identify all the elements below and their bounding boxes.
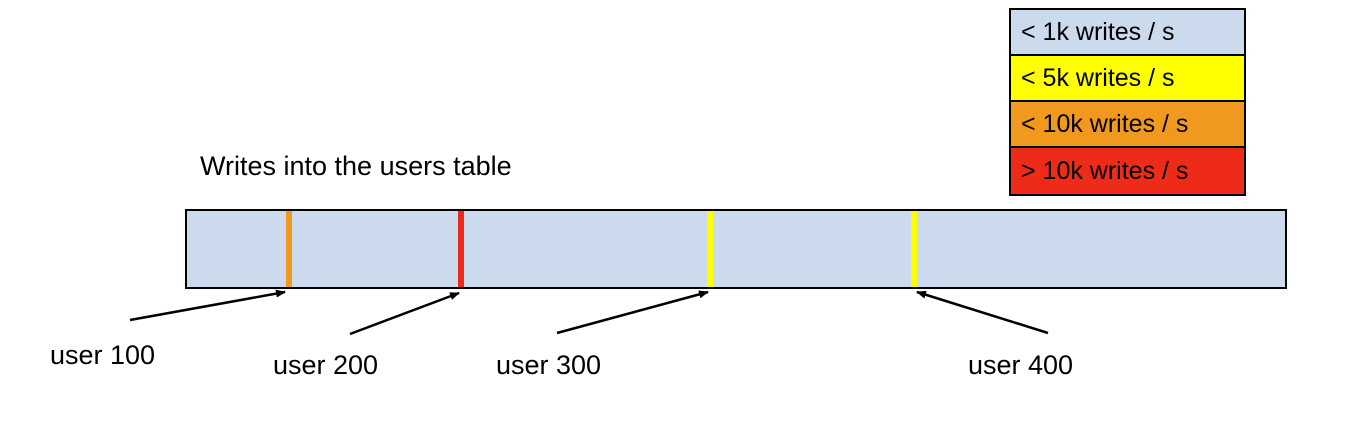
users-table-bar bbox=[185, 209, 1287, 289]
arrow-user-100 bbox=[129, 289, 286, 322]
legend-row-lt-5k: < 5k writes / s bbox=[1011, 56, 1244, 102]
legend-row-lt-10k: < 10k writes / s bbox=[1011, 102, 1244, 148]
legend-row-lt-1k: < 1k writes / s bbox=[1011, 10, 1244, 56]
legend-label-gt-10k: > 10k writes / s bbox=[1021, 156, 1189, 185]
legend-row-gt-10k: > 10k writes / s bbox=[1011, 148, 1244, 194]
segment-marker-user-100 bbox=[286, 211, 292, 287]
annotation-label-user-200: user 200 bbox=[273, 350, 379, 380]
legend-label-lt-5k: < 5k writes / s bbox=[1021, 63, 1175, 92]
annotation-label-user-400: user 400 bbox=[968, 350, 1074, 380]
annotation-label-user-300: user 300 bbox=[496, 350, 602, 380]
legend-label-lt-1k: < 1k writes / s bbox=[1021, 17, 1175, 46]
arrow-user-400 bbox=[916, 290, 1049, 335]
segment-marker-user-200 bbox=[458, 211, 464, 287]
arrow-user-200 bbox=[349, 291, 460, 336]
legend-label-lt-10k: < 10k writes / s bbox=[1021, 109, 1189, 138]
segment-marker-user-300 bbox=[707, 211, 713, 287]
legend: < 1k writes / s < 5k writes / s < 10k wr… bbox=[1009, 8, 1246, 196]
arrow-user-300 bbox=[556, 290, 709, 335]
annotation-label-user-100: user 100 bbox=[50, 340, 156, 370]
diagram-caption: Writes into the users table bbox=[200, 151, 512, 181]
segment-marker-user-400 bbox=[911, 211, 917, 287]
